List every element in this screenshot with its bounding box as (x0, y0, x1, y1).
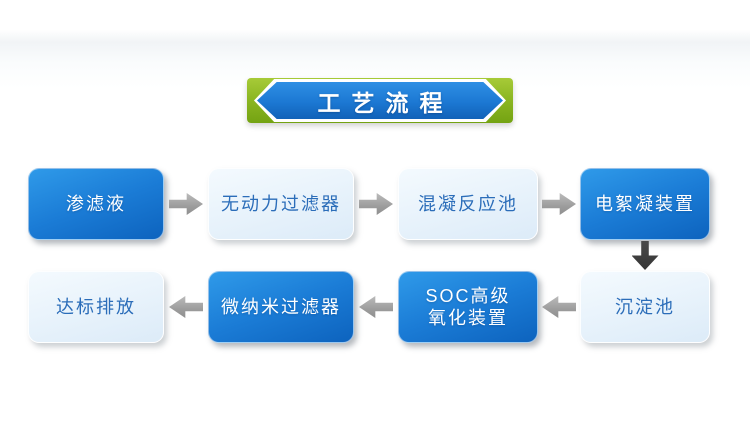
arrow-left-icon (542, 296, 576, 318)
arrow-left-icon (169, 296, 203, 318)
node-soc-oxidation: SOC高级 氧化装置 (398, 271, 538, 343)
node-leachate: 渗滤液 (28, 168, 164, 240)
node-label-line1: SOC高级 (425, 285, 511, 306)
node-standard-discharge: 达标排放 (28, 271, 164, 343)
node-label: 电絮凝装置 (595, 193, 695, 214)
arrow-right-icon (169, 193, 203, 215)
node-label: 无动力过滤器 (221, 193, 341, 214)
node-label: 混凝反应池 (418, 193, 518, 214)
node-electrocoagulation: 电絮凝装置 (580, 168, 710, 240)
title-banner: 工艺流程 (247, 78, 513, 123)
node-label-line2: 氧化装置 (428, 308, 508, 328)
node-label: 渗滤液 (66, 193, 126, 214)
node-label: 沉淀池 (615, 296, 675, 317)
arrow-right-icon (542, 193, 576, 215)
flow-row-1: 渗滤液 无动力过滤器 混凝反应池 (28, 168, 710, 240)
node-label: 微纳米过滤器 (221, 296, 341, 317)
arrow-left-icon (359, 296, 393, 318)
node-label: 达标排放 (56, 296, 136, 317)
banner-ribbon: 工艺流程 (257, 82, 503, 119)
arrow-right-icon (359, 193, 393, 215)
node-coagulation-tank: 混凝反应池 (398, 168, 538, 240)
flow-chart: 渗滤液 无动力过滤器 混凝反应池 (28, 168, 710, 343)
flow-row-2: 达标排放 微纳米过滤器 SOC高级 氧化装置 (28, 271, 710, 343)
node-unpowered-filter: 无动力过滤器 (208, 168, 354, 240)
node-sedimentation-tank: 沉淀池 (580, 271, 710, 343)
flow-connector-row (28, 240, 710, 271)
node-micro-nano-filter: 微纳米过滤器 (208, 271, 354, 343)
page-title: 工艺流程 (317, 89, 454, 116)
arrow-down-icon (631, 241, 659, 270)
